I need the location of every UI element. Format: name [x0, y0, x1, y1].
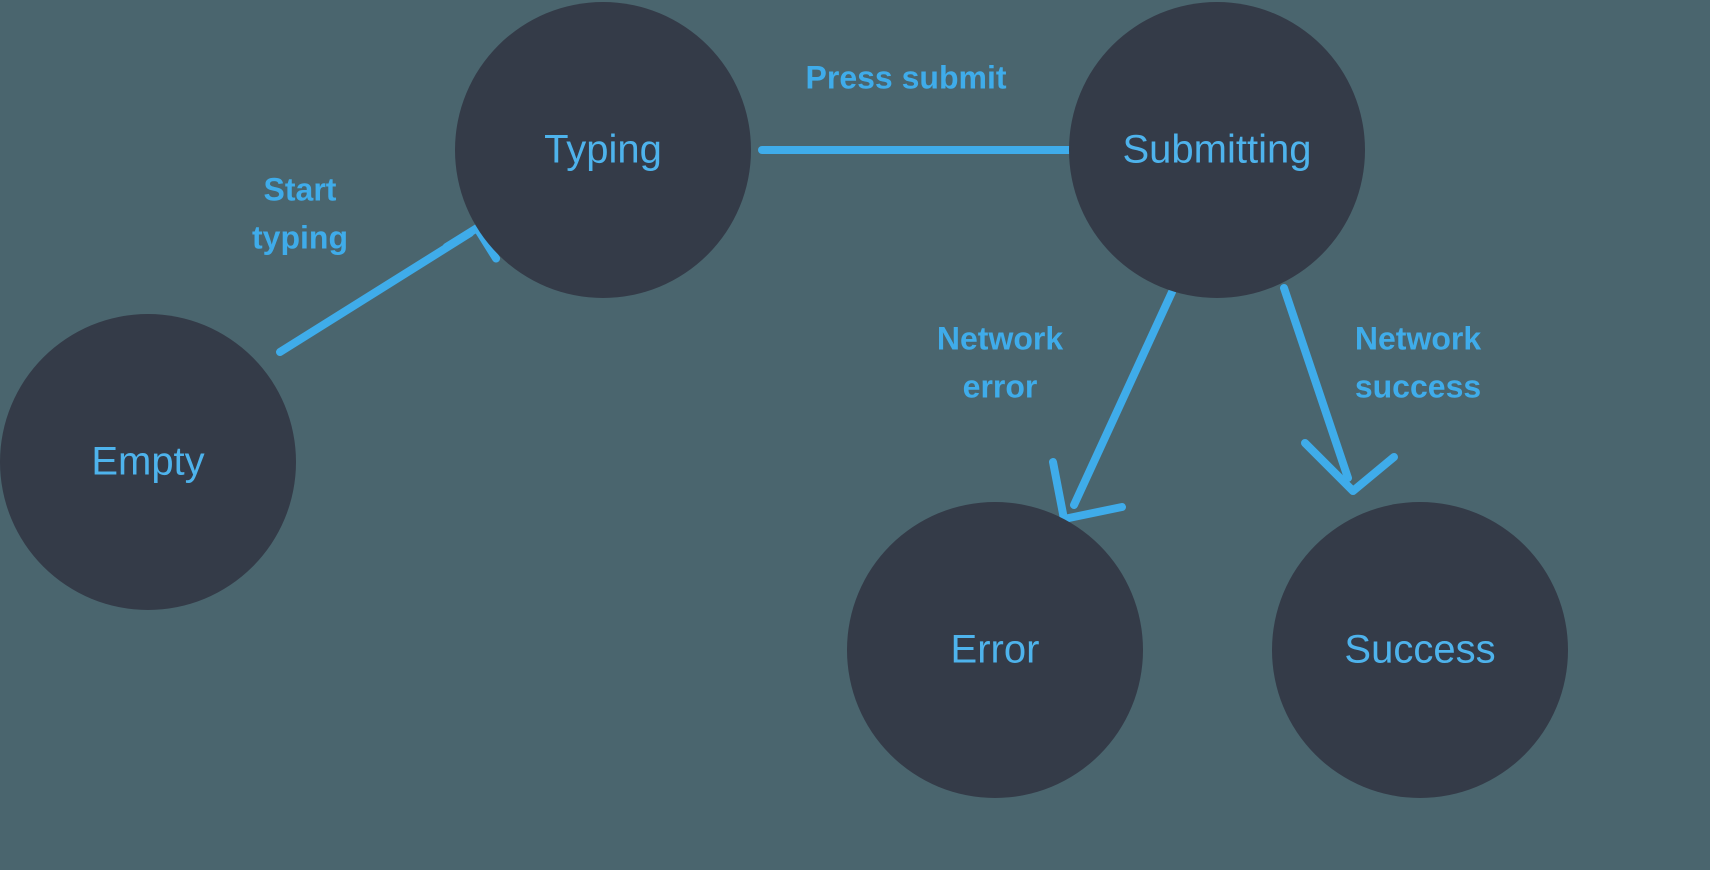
state-node-success-circle[interactable] [1272, 502, 1568, 798]
state-node-typing-circle[interactable] [455, 2, 751, 298]
state-node-typing-label: Typing [544, 128, 662, 172]
edge-label-network-error-line1: Network [937, 320, 1063, 356]
edge-label-press-submit-line1: Press submit [806, 59, 1007, 95]
edge-submitting-to-success-arrowhead [1301, 439, 1398, 495]
edge-empty-to-typing-arrowhead [442, 224, 501, 263]
state-node-success[interactable]: Success [1272, 502, 1568, 798]
state-node-empty-circle[interactable] [0, 314, 296, 610]
state-node-typing[interactable]: Typing [455, 2, 751, 298]
state-node-error-label: Error [951, 628, 1040, 672]
edge-label-press-submit: Press submit [806, 59, 1007, 95]
state-node-error-circle[interactable] [847, 502, 1143, 798]
edge-label-network-success-line2: success [1355, 368, 1481, 404]
state-node-error[interactable]: Error [847, 502, 1143, 798]
edge-label-network-error-line2: error [963, 368, 1038, 404]
state-node-success-label: Success [1344, 628, 1495, 672]
edge-label-network-success: Network success [1355, 320, 1481, 404]
edge-label-network-error: Network error [937, 320, 1063, 404]
state-node-submitting[interactable]: Submitting [1069, 2, 1365, 298]
state-node-empty[interactable]: Empty [0, 314, 296, 610]
edge-label-start-typing: Start typing [252, 171, 348, 255]
edge-submitting-to-error [1049, 288, 1176, 523]
edge-label-start-typing-line1: Start [264, 171, 337, 207]
edge-submitting-to-success-line [1280, 284, 1352, 482]
edge-empty-to-typing-line [276, 229, 474, 356]
edge-submitting-to-error-line [1070, 288, 1176, 509]
state-node-submitting-circle[interactable] [1069, 2, 1365, 298]
edge-submitting-to-error-arrowhead [1049, 458, 1126, 523]
edge-submitting-to-success [1280, 284, 1398, 495]
edge-empty-to-typing [276, 224, 501, 356]
edge-label-start-typing-line2: typing [252, 219, 348, 255]
state-node-empty-label: Empty [91, 440, 204, 484]
state-node-submitting-label: Submitting [1123, 128, 1312, 172]
edge-label-network-success-line1: Network [1355, 320, 1481, 356]
